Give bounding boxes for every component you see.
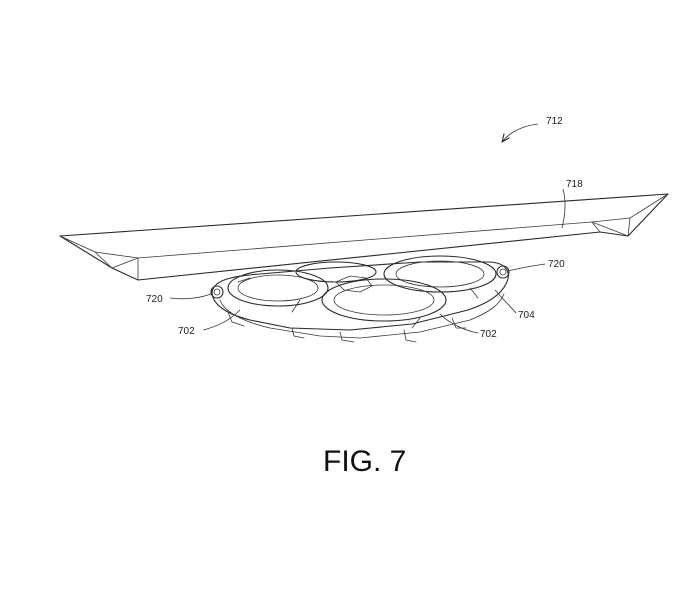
wing [59,193,669,281]
label-720-right: 720 [548,259,565,270]
assembly-pointer-arrow [501,123,539,143]
label-702-left: 702 [178,326,195,337]
attachment-right [496,265,510,279]
propeller-frame [211,261,509,343]
propeller-rings [227,255,497,329]
figure-caption: FIG. 7 [323,445,406,478]
label-718: 718 [566,179,583,190]
attachment-left [210,285,224,299]
label-712: 712 [546,116,563,127]
label-704: 704 [518,310,535,321]
label-702-right: 702 [480,329,497,340]
label-720-left: 720 [146,294,163,305]
leader-lines [169,188,566,334]
